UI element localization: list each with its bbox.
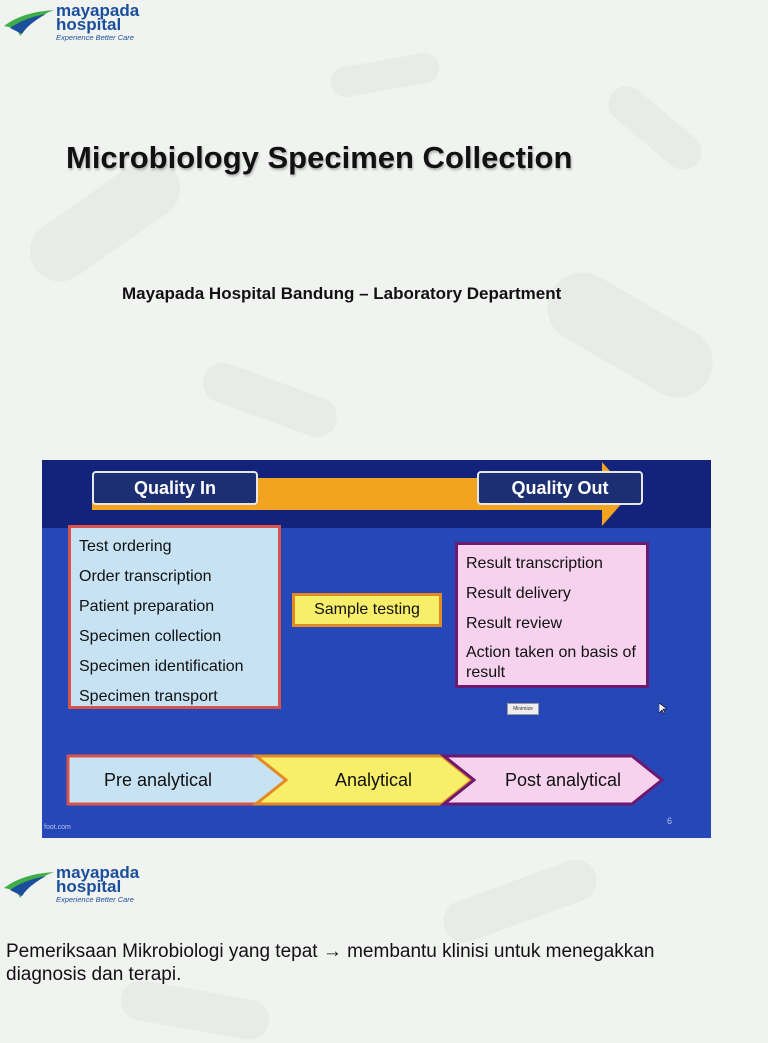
phase-label-pre: Pre analytical [104, 770, 213, 790]
post-analytical-chevron [439, 754, 665, 806]
list-item: Specimen collection [79, 628, 222, 645]
list-item: Result transcription [466, 555, 603, 572]
brand-name-line2: hospital [56, 877, 122, 896]
background-blob [601, 78, 709, 178]
phase-chevrons [66, 754, 665, 806]
minimize-button[interactable]: Minimize [507, 703, 539, 715]
brand-name-line1: mayapada [56, 1, 140, 20]
phase-label-post: Post analytical [505, 770, 622, 790]
brand-name-line1: mayapada [56, 863, 140, 882]
list-item: Order transcription [79, 568, 212, 585]
bottom-caption: Pemeriksaan Mikrobiologi yang tepat → me… [6, 941, 655, 985]
pre-analytical-box: Test ordering Order transcription Patien… [68, 525, 281, 709]
quality-in-label: Quality In [92, 471, 258, 505]
sample-testing-box: Sample testing [292, 593, 442, 627]
list-item: Specimen transport [79, 688, 218, 705]
hospital-logo-top: mayapada hospital Experience Better Care [2, 2, 172, 42]
quality-out-label: Quality Out [477, 471, 643, 505]
list-item: Action taken on basis of result [466, 644, 636, 681]
background-blob [534, 259, 726, 411]
list-item: Result delivery [466, 585, 571, 602]
list-item: Test ordering [79, 538, 172, 555]
slide-footer: foot.com [44, 824, 71, 831]
brand-name-line2: hospital [56, 15, 122, 34]
quality-diagram-slide: Quality In Quality Out Test ordering Ord… [42, 460, 711, 838]
post-analytical-box: Result transcription Result delivery Res… [455, 542, 649, 688]
slide-page-number: 6 [667, 816, 673, 826]
brand-tagline: Experience Better Care [56, 33, 134, 42]
list-item: Specimen identification [79, 658, 244, 675]
background-blob [437, 853, 603, 949]
logo-swoosh-icon [4, 10, 54, 36]
logo-swoosh-icon [4, 872, 54, 898]
list-item: Result review [466, 615, 563, 632]
page-title: Microbiology Specimen Collection [66, 140, 573, 175]
phase-label-analytical: Analytical [335, 770, 413, 790]
background-blob [197, 357, 343, 443]
page-subtitle: Mayapada Hospital Bandung – Laboratory D… [122, 284, 562, 303]
brand-tagline: Experience Better Care [56, 895, 134, 904]
hospital-logo-bottom: mayapada hospital Experience Better Care [2, 864, 172, 904]
background-blob [117, 977, 273, 1043]
mouse-cursor-icon [659, 703, 667, 715]
list-item: Patient preparation [79, 598, 215, 615]
background-blob [328, 50, 442, 100]
